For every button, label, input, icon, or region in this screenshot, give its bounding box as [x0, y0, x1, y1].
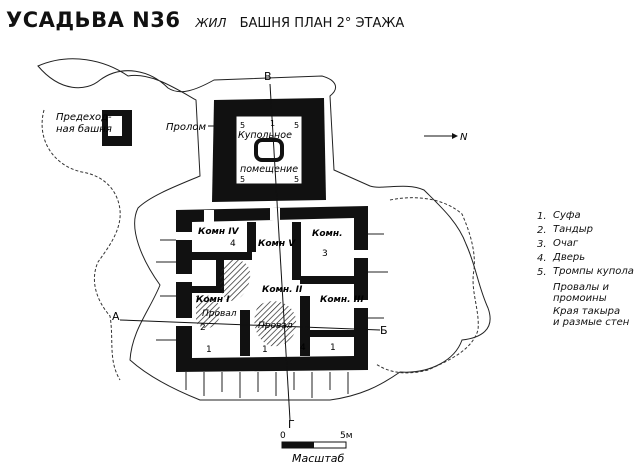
north-arrow: [424, 133, 458, 139]
num-1-d: 1: [330, 343, 336, 353]
title-sub: ЖИЛ: [195, 16, 227, 30]
proval-area-3: [196, 294, 221, 329]
num-3-a: 3: [322, 249, 328, 259]
outpost-line-2: ная башня: [56, 123, 112, 135]
section-line-ab: [119, 319, 381, 331]
scale-caption: Масштаб: [292, 452, 344, 465]
door-gap-7: [354, 300, 368, 308]
south-wall-fringe: [156, 233, 388, 398]
scale-zero: 0: [280, 431, 286, 441]
legend-text: Тромпы купола: [553, 266, 634, 277]
label-room-5: Комн V: [258, 239, 296, 249]
num-2-a: 2: [200, 323, 206, 333]
wall-v-1: [247, 222, 256, 252]
legend-number: 2.: [537, 225, 547, 236]
section-line-vg: [269, 83, 291, 421]
label-outpost-1: Предеход-: [56, 112, 112, 123]
label-dome-2: помещение: [240, 164, 298, 175]
legend-item: 1. Суфа: [537, 210, 640, 224]
label-proval-1: Провал: [202, 309, 237, 319]
legend-item: 4. Дверь: [537, 252, 640, 266]
label-room-6: Комн.: [312, 229, 343, 239]
door-gap-1: [176, 232, 192, 240]
num-4-a: 4: [230, 239, 236, 249]
title-sub2: БАШНЯ ПЛАН 2° ЭТАЖА: [239, 16, 405, 31]
takyr-outline: [37, 58, 491, 401]
legend-item: 5. Тромпы купола: [537, 266, 640, 280]
label-room-4: Комн IV: [198, 227, 240, 237]
takyr-outer: [41, 109, 121, 381]
num-5-d: 5: [294, 175, 299, 184]
scale-bar: [281, 441, 347, 449]
legend-number: 5.: [537, 267, 547, 278]
label-north-letter: В: [264, 70, 272, 83]
outpost-line-1: Предеход-: [56, 112, 112, 123]
wall-v-2: [292, 222, 301, 280]
legend-text: Очаг: [553, 238, 579, 249]
label-prolom: Пролом: [166, 122, 206, 133]
legend-item: 2. Тандыр: [537, 224, 640, 238]
takyr-east: [375, 197, 479, 374]
label-dome-1: Купольное: [238, 130, 292, 141]
legend-text: Края такыра и размые стен: [553, 306, 630, 328]
scale-five: 5м: [340, 431, 353, 441]
legend-number: 1.: [537, 211, 547, 222]
wall-h-4: [310, 330, 354, 337]
legend-text: Тандыр: [553, 224, 593, 235]
label-room-2: Комн. II: [262, 285, 303, 295]
door-gap-5: [270, 208, 280, 220]
label-room-3: Комн. III: [320, 295, 364, 305]
num-1-c: 1: [262, 345, 268, 355]
title-main: УСАДЬВА N36: [6, 8, 181, 32]
legend-text: Провалы и промоины: [553, 282, 609, 304]
label-outpost-2: ная башня: [56, 123, 112, 135]
dome-inner-ring: [254, 138, 284, 162]
legend-text: Суфа: [553, 210, 581, 221]
wall-h-2: [300, 276, 354, 284]
label-proval-2: Провал: [258, 321, 293, 331]
legend-number: 4.: [537, 253, 547, 264]
legend-item: Края такыра и размые стен: [537, 306, 640, 328]
wall-h-3: [192, 286, 224, 293]
label-east-letter: Б: [380, 324, 388, 337]
proval-area-2: [254, 301, 297, 347]
door-gap-2: [176, 274, 192, 282]
outpost-tower-inner: [108, 116, 122, 136]
wall-v-3: [216, 258, 224, 288]
proval-area-1: [220, 259, 251, 301]
legend-item: 3. Очаг: [537, 238, 640, 252]
wall-v-4: [300, 296, 310, 356]
plan-title: УСАДЬВА N36 ЖИЛ БАШНЯ ПЛАН 2° ЭТАЖА: [6, 8, 404, 32]
legend: 1. Суфа 2. Тандыр 3. Очаг 4. Дверь 5. Тромпы купо…: [537, 210, 640, 328]
door-gap-4: [204, 210, 214, 222]
num-5-a: 5: [240, 121, 245, 130]
legend-item: Провалы и промоины: [537, 282, 640, 304]
num-5-b: 5: [294, 121, 299, 130]
legend-number: 3.: [537, 239, 547, 250]
num-1-a: 1: [270, 119, 275, 128]
label-west-letter: А: [112, 310, 120, 323]
label-room-1: Комн I: [196, 295, 230, 305]
door-gap-6: [354, 250, 368, 258]
label-north-n: N: [460, 132, 468, 143]
wall-v-5: [240, 310, 250, 356]
num-1-b: 1: [206, 345, 212, 355]
wall-h-1: [192, 252, 252, 260]
label-south-letter: Г: [288, 418, 295, 431]
num-4-b: 4: [300, 343, 306, 353]
legend-text: Дверь: [553, 252, 586, 263]
num-5-c: 5: [240, 175, 245, 184]
